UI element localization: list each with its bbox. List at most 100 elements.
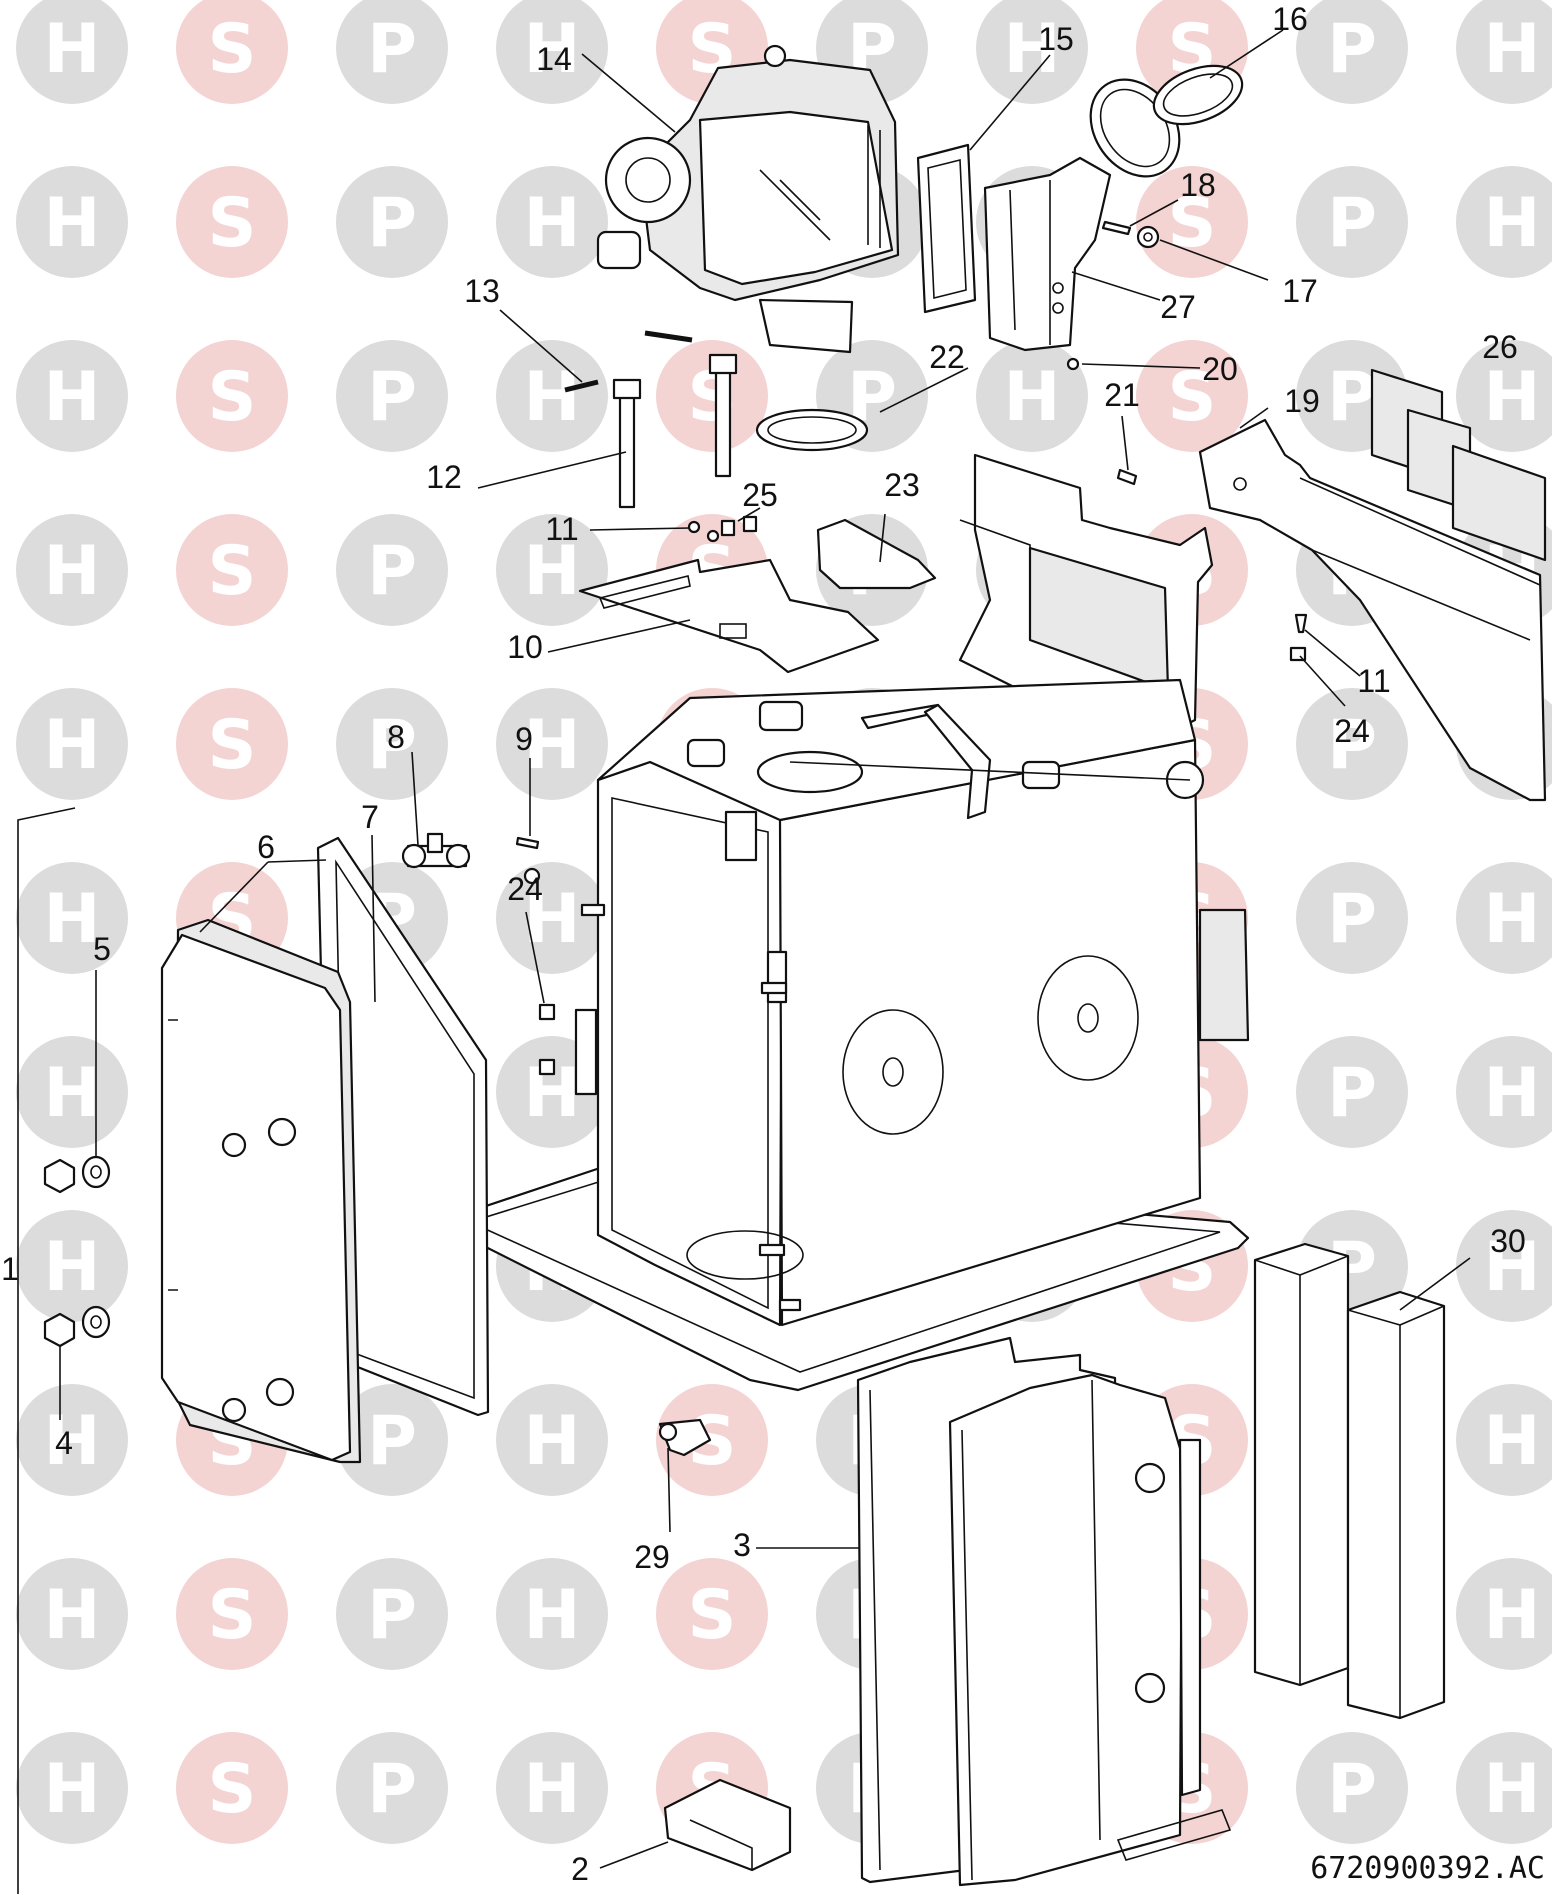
part-18-screw xyxy=(1101,220,1132,236)
watermark-letter: H xyxy=(44,10,101,89)
watermark-circle xyxy=(1456,166,1552,278)
watermark-circle xyxy=(176,166,288,278)
watermark-letter: S xyxy=(208,1750,257,1829)
watermark-circle xyxy=(176,514,288,626)
watermark-circle xyxy=(1456,1036,1552,1148)
watermark-circle xyxy=(1456,1558,1552,1670)
callout-18: 18 xyxy=(1180,167,1216,203)
part-19-side-panel xyxy=(1198,418,1547,802)
part-4-nuts xyxy=(43,1158,76,1348)
watermark-letter: H xyxy=(1484,1228,1541,1307)
watermark-letter: H xyxy=(44,532,101,611)
callout-19: 19 xyxy=(1284,383,1320,419)
callout-7: 7 xyxy=(361,799,379,835)
watermark-circle xyxy=(1456,1732,1552,1844)
watermark-circle xyxy=(336,166,448,278)
watermark-letter: P xyxy=(367,10,417,89)
callout-13: 13 xyxy=(464,273,500,309)
watermark-circle xyxy=(176,688,288,800)
watermark-circle xyxy=(656,1384,768,1496)
callout-10: 10 xyxy=(507,629,543,665)
watermark-circle xyxy=(1456,1384,1552,1496)
watermark-circle xyxy=(176,0,288,104)
watermark-circle xyxy=(16,1558,128,1670)
watermark-letter: H xyxy=(524,10,581,89)
watermark-circle xyxy=(496,862,608,974)
callout-1: 1 xyxy=(1,1251,19,1287)
watermark-circle xyxy=(16,1210,128,1322)
watermark-circle xyxy=(1456,340,1552,452)
watermark-letter: H xyxy=(1484,10,1541,89)
callout-9: 9 xyxy=(515,721,533,757)
callout-15: 15 xyxy=(1038,21,1074,57)
part-25-clips xyxy=(720,515,758,537)
callout-17: 17 xyxy=(1282,273,1318,309)
watermark-letter: S xyxy=(208,184,257,263)
callout-leader-lines xyxy=(59,29,1471,1869)
watermark-letter: H xyxy=(524,1402,581,1481)
watermark-circle xyxy=(1136,166,1248,278)
watermark-circle xyxy=(16,514,128,626)
watermark-letter: P xyxy=(367,1402,417,1481)
watermark-circle xyxy=(16,1732,128,1844)
watermark-circle xyxy=(496,514,608,626)
watermark-letter: H xyxy=(44,1576,101,1655)
callout-30: 30 xyxy=(1490,1223,1526,1259)
watermark-circle xyxy=(496,340,608,452)
watermark-letter: P xyxy=(1327,184,1377,263)
callout-21: 21 xyxy=(1104,377,1140,413)
watermark-letter: H xyxy=(524,358,581,437)
callout-16: 16 xyxy=(1272,1,1308,37)
watermark-circle xyxy=(1456,1210,1552,1322)
part-12-sensor-pocket xyxy=(612,353,738,509)
watermark-circle xyxy=(16,0,128,104)
watermark-circle xyxy=(496,1732,608,1844)
callout-26: 26 xyxy=(1482,329,1518,365)
watermark-circle xyxy=(1296,862,1408,974)
watermark-circle xyxy=(1296,1732,1408,1844)
watermark-letter: H xyxy=(1484,1576,1541,1655)
watermark-letter: H xyxy=(524,1576,581,1655)
watermark-letter: H xyxy=(44,1228,101,1307)
watermark-circle xyxy=(16,862,128,974)
watermark-circle xyxy=(336,1558,448,1670)
part-14-fan-assembly xyxy=(596,44,900,354)
callout-labels: 1 2 3 4 5 6 7 8 9 10 11 11 12 13 14 15 1… xyxy=(1,1,1526,1887)
part-23-bracket xyxy=(816,518,937,590)
part-9-screws xyxy=(515,836,541,885)
watermark-circle xyxy=(336,1732,448,1844)
watermark-circle xyxy=(336,340,448,452)
callout-2: 2 xyxy=(571,1851,589,1887)
watermark-letter: S xyxy=(208,1576,257,1655)
watermark-letter: H xyxy=(1004,358,1061,437)
watermark-circle xyxy=(496,1558,608,1670)
watermark-letter: H xyxy=(524,184,581,263)
watermark-letter: H xyxy=(1484,1054,1541,1133)
watermark-circle xyxy=(496,0,608,104)
watermark-circle xyxy=(1296,0,1408,104)
watermark-letter: H xyxy=(1484,1402,1541,1481)
callout-27: 27 xyxy=(1160,289,1196,325)
callout-23: 23 xyxy=(884,467,920,503)
part-29-drain-valve xyxy=(658,1418,712,1457)
watermark-circle xyxy=(496,1384,608,1496)
part-15-gasket xyxy=(916,143,977,314)
watermark-circle xyxy=(16,1036,128,1148)
watermark-circle xyxy=(1136,340,1248,452)
watermark-letter: S xyxy=(1168,358,1217,437)
callout-14: 14 xyxy=(536,41,572,77)
watermark-letter: H xyxy=(44,1054,101,1133)
watermark-circle xyxy=(656,340,768,452)
callout-11-a: 11 xyxy=(545,511,578,547)
part-8-valve xyxy=(401,832,471,869)
part-21-screw xyxy=(1116,468,1138,486)
callout-5: 5 xyxy=(93,931,111,967)
part-17-grommet xyxy=(1136,225,1160,249)
watermark-letter: P xyxy=(1327,10,1377,89)
part-6-front-door xyxy=(160,918,362,1464)
watermark-circle xyxy=(16,1384,128,1496)
part-2-bracket xyxy=(663,1778,792,1872)
watermark-letter: H xyxy=(1484,880,1541,959)
watermark-circle xyxy=(16,688,128,800)
part-16-hose-clamps xyxy=(1089,64,1244,178)
